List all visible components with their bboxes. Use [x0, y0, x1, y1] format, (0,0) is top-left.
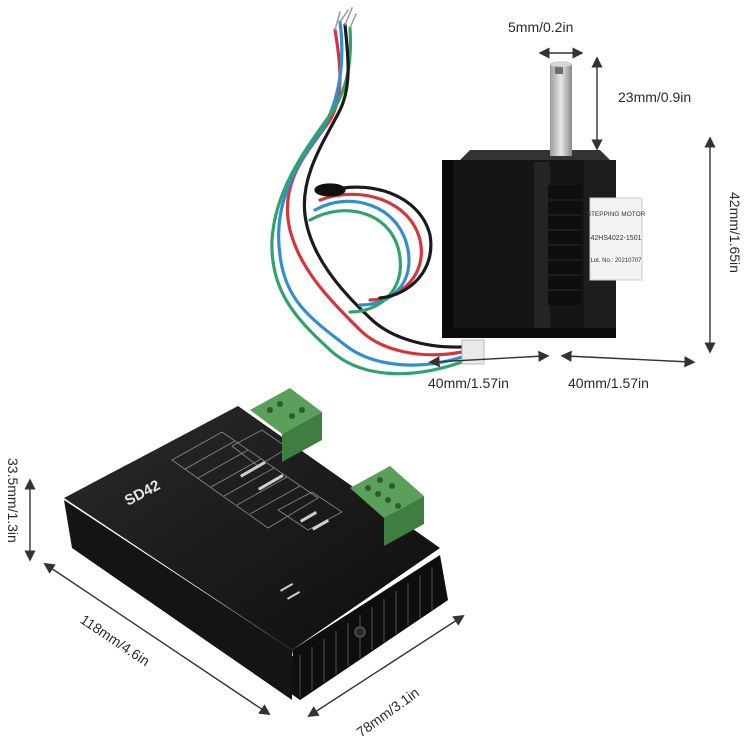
driver-dimension-arrows — [24, 478, 465, 718]
wire-black — [302, 23, 464, 349]
motor-label-line3: Lot. No.: 20210707 — [590, 258, 642, 264]
driver-top-face — [64, 406, 440, 650]
dim-driver-height: 33.5mm/1.3in — [5, 458, 21, 543]
motor-label — [589, 197, 643, 281]
dim-motor-width: 40mm/1.57in — [428, 375, 509, 391]
motor-dimension-arrows — [428, 47, 716, 368]
cable-tie — [314, 183, 346, 197]
stepper-motor — [442, 61, 643, 365]
motor-shaft — [550, 64, 572, 156]
wire-blue — [277, 20, 464, 367]
dim-shaft-length: 23mm/0.9in — [618, 89, 692, 105]
wire-green — [270, 26, 464, 376]
motor-label-line1: STEPPING MOTOR — [587, 211, 646, 218]
motor-wires — [270, 7, 464, 376]
terminal-block-left — [250, 388, 322, 462]
terminal-block-right — [350, 466, 424, 546]
motor-label-line2: 42HS4022-1501 — [591, 235, 642, 242]
dim-motor-height: 42mm/1.65in — [727, 192, 743, 273]
dim-shaft-diameter: 5mm/0.2in — [508, 19, 574, 35]
dim-motor-depth: 40mm/1.57in — [568, 375, 649, 391]
driver-screw — [354, 626, 366, 638]
